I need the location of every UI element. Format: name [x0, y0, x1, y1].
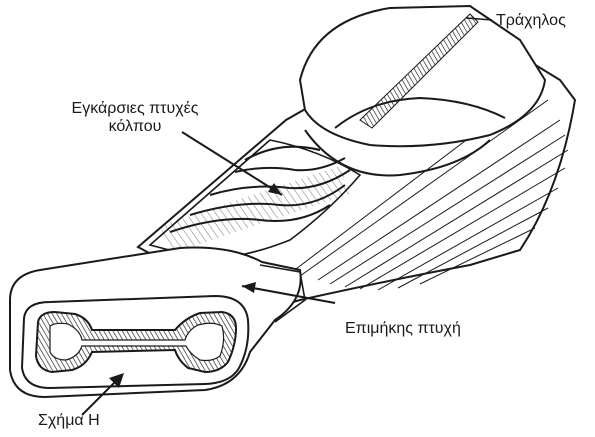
label-neck: Τράχηλος [496, 12, 566, 30]
label-transverse-folds-line1: Εγκάρσιες πτυχές [30, 100, 240, 118]
label-longitudinal-fold: Επιμήκης πτυχή [345, 320, 461, 338]
h-shaped-opening [10, 248, 305, 397]
label-transverse-folds-line2: κόλπου [30, 118, 240, 136]
label-h-shape: Σχήμα Η [38, 412, 100, 430]
label-transverse-folds: Εγκάρσιες πτυχές κόλπου [30, 100, 240, 136]
